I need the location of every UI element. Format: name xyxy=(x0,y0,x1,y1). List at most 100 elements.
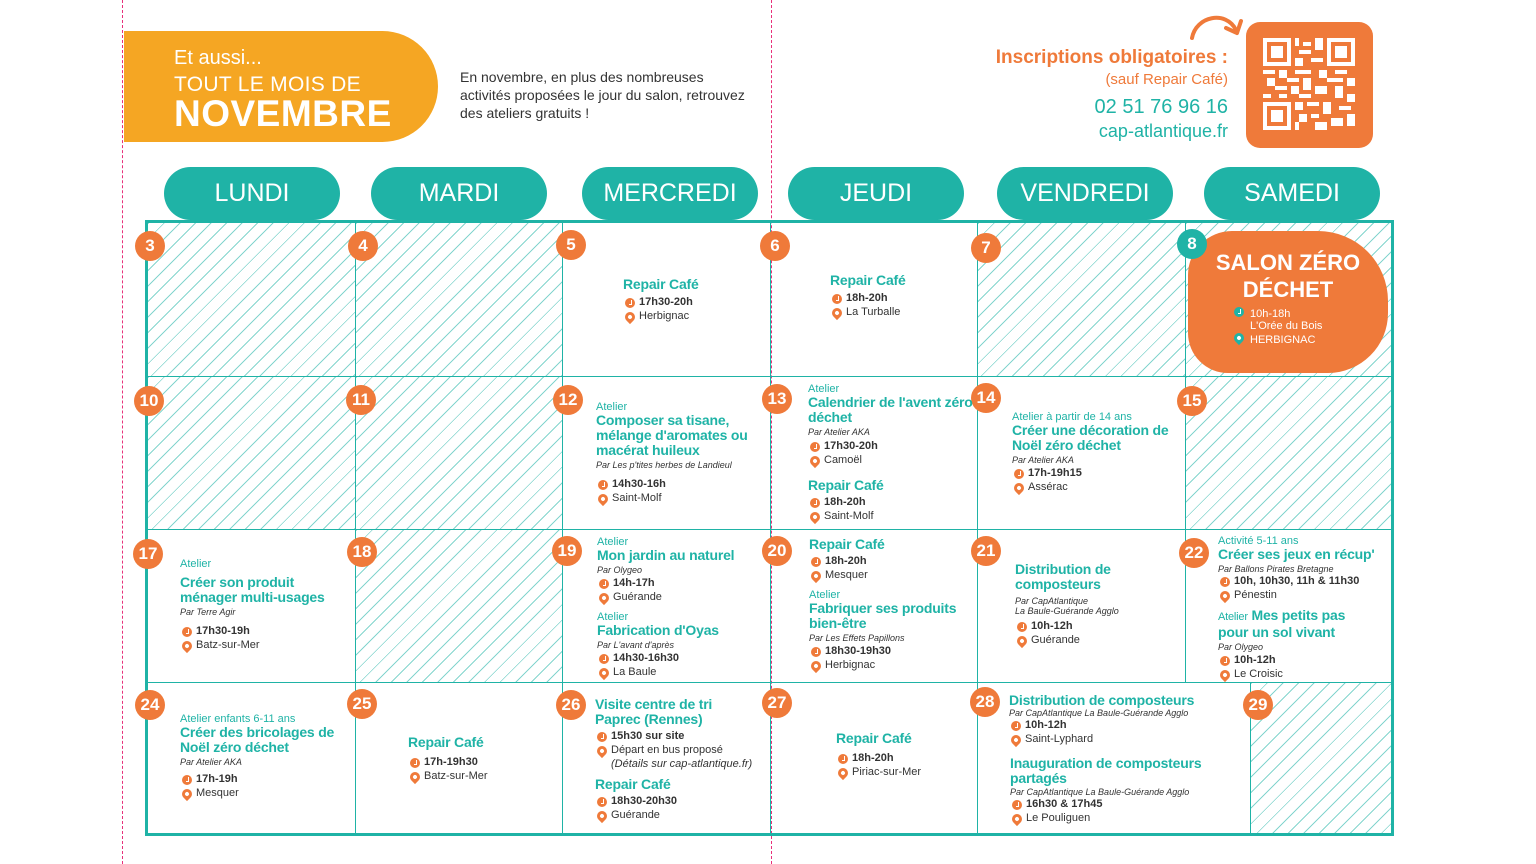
empty-cell-15 xyxy=(1186,377,1391,529)
event-24-atelier[interactable]: Atelier enfants 6-11 ans Créer des brico… xyxy=(179,713,345,801)
date-28: 28 xyxy=(970,687,1000,717)
clock-icon xyxy=(1234,307,1244,317)
location-pin-icon xyxy=(1217,588,1233,603)
date-18: 18 xyxy=(347,537,377,567)
date-10: 10 xyxy=(134,386,164,416)
event-place: Le Croisic xyxy=(1217,667,1390,682)
clock-icon xyxy=(1011,720,1021,731)
event-time-text: 14h-17h xyxy=(613,577,655,589)
day-header-mercredi: MERCREDI xyxy=(582,167,758,220)
event-time-text: 14h30-16h30 xyxy=(613,652,680,664)
location-pin-icon xyxy=(1217,667,1233,682)
date-11: 11 xyxy=(346,385,376,415)
event-place-text: Guérande xyxy=(611,809,660,821)
qr-code-box[interactable] xyxy=(1246,22,1373,148)
event-14-atelier[interactable]: Atelier à partir de 14 ans Créer une déc… xyxy=(1011,411,1182,495)
location-pin-icon xyxy=(1011,480,1027,495)
event-title: Mon jardin au naturel xyxy=(597,547,735,563)
date-22: 22 xyxy=(1179,538,1209,568)
event-place-text: Batz-sur-Mer xyxy=(196,639,260,651)
event-title: Créer des bricolages de Noël zéro déchet xyxy=(180,724,335,755)
event-13-atelier[interactable]: Atelier Calendrier de l'avent zéro déche… xyxy=(807,383,973,468)
date-21: 21 xyxy=(971,536,1001,566)
event-organizer: Par Olygeo xyxy=(597,565,643,575)
event-time-text: 17h-19h30 xyxy=(424,756,478,768)
event-20-atelier[interactable]: Atelier Fabriquer ses produits bien-être… xyxy=(808,589,974,673)
event-category: Atelier xyxy=(597,611,629,623)
event-category: Activité 5-11 ans xyxy=(1218,535,1299,547)
event-organizer: Par Terre Agir xyxy=(180,607,236,617)
salon-time-text: 10h-18h xyxy=(1250,308,1291,320)
event-time: 10h-12h xyxy=(1015,620,1175,633)
event-time-text: 16h30 & 17h45 xyxy=(1026,798,1103,810)
event-19-jardin[interactable]: Atelier Mon jardin au naturel Par Olygeo… xyxy=(596,536,762,605)
event-place: Le Pouliguen xyxy=(1009,811,1245,826)
registration-phone[interactable]: 02 51 76 96 16 xyxy=(1094,96,1228,118)
event-place-text: La Turballe xyxy=(846,306,901,318)
event-28-distribution[interactable]: Distribution de composteurs Par CapAtlan… xyxy=(1008,693,1244,747)
event-place: Saint-Molf xyxy=(807,509,968,524)
location-pin-icon xyxy=(807,509,823,524)
event-time-text: 17h30-20h xyxy=(824,440,878,452)
day-header-samedi: SAMEDI xyxy=(1204,167,1380,220)
event-time: 17h30-19h xyxy=(180,625,345,638)
event-organizer: Par CapAtlantique xyxy=(1015,596,1089,606)
event-21-distribution[interactable]: Distribution de composteurs Par CapAtlan… xyxy=(1014,561,1175,648)
event-title: Repair Café xyxy=(408,734,484,750)
event-title: Repair Café xyxy=(809,536,885,552)
event-category: Atelier xyxy=(808,383,840,395)
event-time-text: 18h30-19h30 xyxy=(825,645,892,657)
event-place-text: Guérande xyxy=(1031,634,1080,646)
event-17-atelier[interactable]: Atelier Créer son produit ménager multi-… xyxy=(179,558,345,653)
event-title: Distribution de composteurs xyxy=(1015,561,1111,592)
empty-cell-29 xyxy=(1251,683,1391,833)
event-13-repair-cafe[interactable]: Repair Café 18h-20h Saint-Molf xyxy=(807,478,968,524)
event-place-text: La Baule xyxy=(613,666,657,678)
event-title: Fabriquer ses produits bien-être xyxy=(809,600,957,631)
event-22-sol-vivant[interactable]: Atelier Mes petits pas pour un sol vivan… xyxy=(1217,608,1390,682)
salon-place2: HERBIGNAC xyxy=(1231,330,1315,346)
calendar-grid xyxy=(145,220,1394,836)
registration-website[interactable]: cap-atlantique.fr xyxy=(1098,121,1228,141)
event-time: 18h30-20h30 xyxy=(595,795,755,808)
event-time-text: 10h-12h xyxy=(1234,654,1276,666)
event-26-visite[interactable]: Visite centre de tri Paprec (Rennes) 15h… xyxy=(594,697,767,771)
event-place-text: Départ en bus proposé xyxy=(611,744,723,756)
event-6-repair-cafe[interactable]: Repair Café 18h-20h La Turballe xyxy=(829,273,960,320)
event-22-jeux[interactable]: Activité 5-11 ans Créer ses jeux en récu… xyxy=(1217,535,1390,603)
event-time: 18h30-19h30 xyxy=(809,645,974,658)
event-time: 17h-19h xyxy=(180,773,345,786)
grid-hline xyxy=(148,376,1391,377)
event-place: Herbignac xyxy=(808,658,974,673)
day-header-jeudi: JEUDI xyxy=(788,167,964,220)
event-28-inauguration[interactable]: Inauguration de composteurs partagés Par… xyxy=(1009,756,1245,826)
date-29: 29 xyxy=(1243,690,1273,720)
event-time-text: 10h-12h xyxy=(1031,620,1073,632)
event-25-repair-cafe[interactable]: Repair Café 17h-19h30 Batz-sur-Mer xyxy=(407,734,548,784)
event-19-oyas[interactable]: Atelier Fabrication d'Oyas Par L'avant d… xyxy=(596,611,762,680)
grid-vline xyxy=(1250,683,1251,833)
clock-icon xyxy=(1017,621,1027,632)
event-organizer: Par CapAtlantique La Baule-Guérande Aggl… xyxy=(1010,787,1190,797)
event-time-text: 17h30-20h xyxy=(639,296,693,308)
event-5-repair-cafe[interactable]: Repair Café 17h30-20h Herbignac xyxy=(622,276,753,324)
event-title: Repair Café xyxy=(623,276,699,292)
event-time: 18h-20h xyxy=(830,292,960,305)
date-24: 24 xyxy=(135,690,165,720)
event-time: 18h-20h xyxy=(809,555,969,568)
event-20-repair-cafe[interactable]: Repair Café 18h-20h Mesquer xyxy=(808,536,969,583)
event-27-repair-cafe[interactable]: Repair Café 18h-20h Piriac-sur-Mer xyxy=(835,731,976,780)
day-header-mardi: MARDI xyxy=(371,167,547,220)
grid-vline xyxy=(562,223,563,833)
event-12-atelier[interactable]: Atelier Composer sa tisane, mélange d'ar… xyxy=(595,401,756,506)
event-time-text: 15h30 sur site xyxy=(611,730,685,742)
event-time: 17h30-20h xyxy=(623,296,753,309)
clock-icon xyxy=(1012,799,1022,810)
event-place: Saint-Lyphard xyxy=(1008,732,1244,747)
location-pin-icon xyxy=(1014,633,1030,648)
event-place: Assérac xyxy=(1011,480,1182,495)
event-26-repair-cafe[interactable]: Repair Café 18h30-20h30 Guérande xyxy=(594,777,755,823)
clock-icon xyxy=(597,731,607,742)
clock-icon xyxy=(838,753,848,764)
